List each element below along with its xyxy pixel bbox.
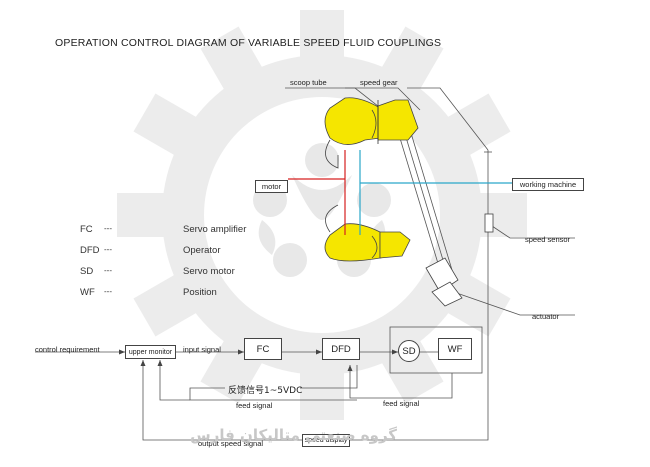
coupling-top [324, 97, 419, 145]
speed-sensor-box [484, 213, 494, 233]
motor-box: motor [255, 180, 288, 193]
legend-desc: Position [183, 287, 217, 298]
input-signal-label: input signal [183, 345, 221, 354]
legend-dash: --- [104, 266, 112, 275]
speed-sensor-label: speed sensor [525, 235, 571, 244]
speed-display-box: speed display [302, 434, 350, 447]
working-machine-box: working machine [512, 178, 584, 191]
output-speed-signal-label: output speed signal [198, 439, 264, 448]
actuator-label: actuator [532, 312, 560, 321]
sd-block: SD [398, 340, 420, 362]
upper-monitor-box: upper monitor [125, 345, 176, 359]
dfd-block: DFD [322, 338, 360, 360]
feedback-cn-label: 反馈信号1~5VDC [228, 386, 303, 396]
wf-block: WF [438, 338, 472, 360]
coupling-bottom [324, 223, 411, 262]
red-shaft [288, 150, 346, 235]
legend-desc: Servo amplifier [183, 224, 247, 235]
fc-block: FC [244, 338, 282, 360]
legend-code: DFD [80, 245, 100, 256]
legend-code: WF [80, 287, 95, 298]
actuator-part [425, 257, 463, 307]
legend-desc: Operator [183, 245, 221, 256]
legend-code: SD [80, 266, 94, 277]
legend-desc: Servo motor [183, 266, 235, 277]
company-watermark: گروه صنعتی متالیکان فارس [190, 426, 398, 444]
legend-dash: --- [104, 287, 112, 296]
control-requirement-label: control requirement [35, 345, 100, 354]
diagram-title: OPERATION CONTROL DIAGRAM OF VARIABLE SP… [55, 37, 442, 49]
legend-dash: --- [104, 224, 112, 233]
legend-code: FC [80, 224, 93, 235]
feed-signal-right-label: feed signal [383, 399, 420, 408]
scoop-tube-label: scoop tube [290, 78, 327, 87]
speed-gear-label: speed gear [360, 78, 398, 87]
feed-signal-left-label: feed signal [236, 401, 273, 410]
legend-dash: --- [104, 245, 112, 254]
cyan-shaft [359, 150, 512, 235]
